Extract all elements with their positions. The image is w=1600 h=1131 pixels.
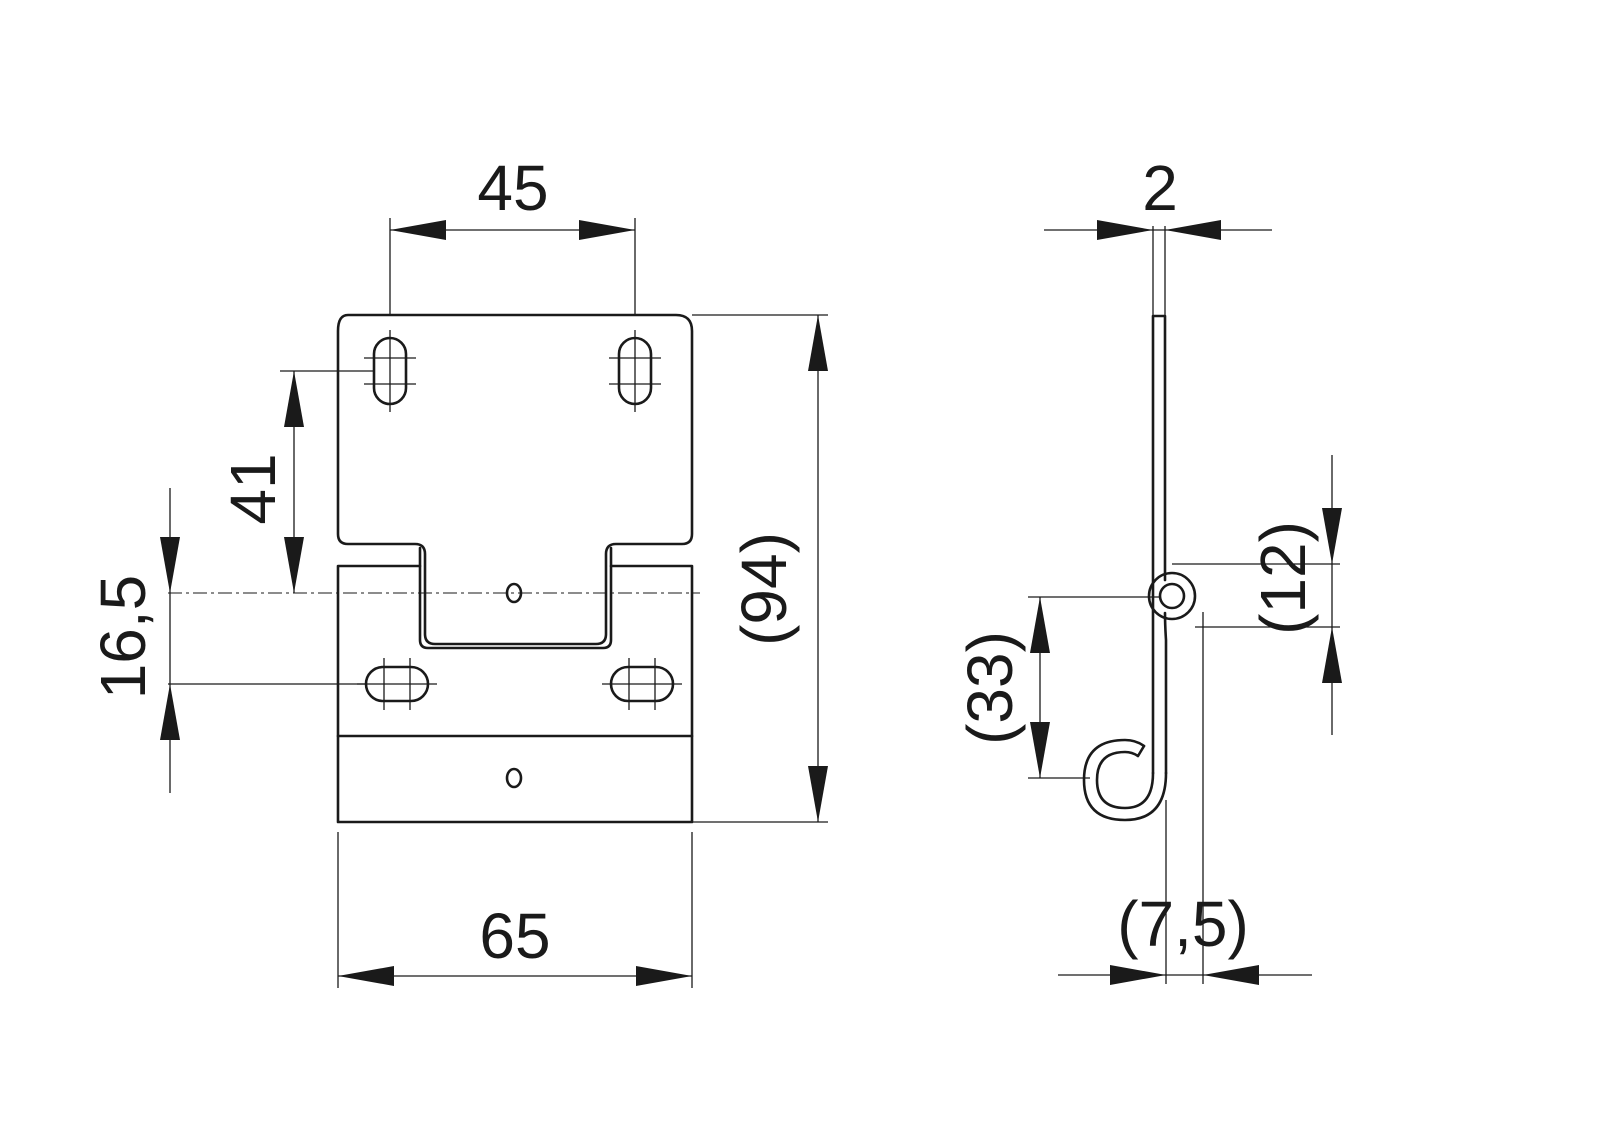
leaf-bend-inner xyxy=(418,546,613,650)
dim-label-33: (33) xyxy=(954,631,1026,745)
slot-hole-top-right xyxy=(609,330,661,412)
dim-label-7-5: (7,5) xyxy=(1117,888,1249,960)
dim-label-94: (94) xyxy=(728,532,800,646)
lower-leaf-outline xyxy=(336,564,694,824)
upper-leaf-outline xyxy=(336,313,694,646)
dim-label-45: 45 xyxy=(477,152,548,224)
dim-label-12: (12) xyxy=(1247,521,1319,635)
side-view: 2 (12) (33) (7,5) xyxy=(954,152,1342,985)
front-view: 45 41 16,5 (94) xyxy=(87,152,828,988)
dim-label-41: 41 xyxy=(217,453,289,524)
dim-label-2: 2 xyxy=(1142,152,1178,224)
dim-loop-distance: (33) xyxy=(954,596,1160,779)
dim-hole-spacing-top: 45 xyxy=(389,152,636,316)
dim-knuckle-width: (7,5) xyxy=(1058,612,1312,985)
pin-hole-lower xyxy=(505,767,523,789)
dim-thickness: 2 xyxy=(1044,152,1272,316)
side-strip xyxy=(1151,314,1167,775)
dim-slot-offset: 16,5 xyxy=(87,488,366,793)
lower-loop-outer xyxy=(1082,738,1168,822)
dim-overall-height: (94) xyxy=(692,314,828,823)
dim-hole-offset-vertical: 41 xyxy=(217,370,374,593)
dim-label-16-5: 16,5 xyxy=(87,575,159,700)
upper-knuckle-tail xyxy=(1163,611,1168,775)
slot-hole-bottom-left xyxy=(357,658,437,710)
lower-loop-inner xyxy=(1095,744,1155,810)
slot-hole-bottom-right xyxy=(602,658,682,710)
dim-label-65: 65 xyxy=(479,900,550,972)
upper-knuckle-inner xyxy=(1158,582,1186,610)
upper-knuckle-outer xyxy=(1147,571,1197,621)
dim-knuckle-offset: (12) xyxy=(1172,455,1342,735)
dim-overall-width: 65 xyxy=(337,832,693,988)
